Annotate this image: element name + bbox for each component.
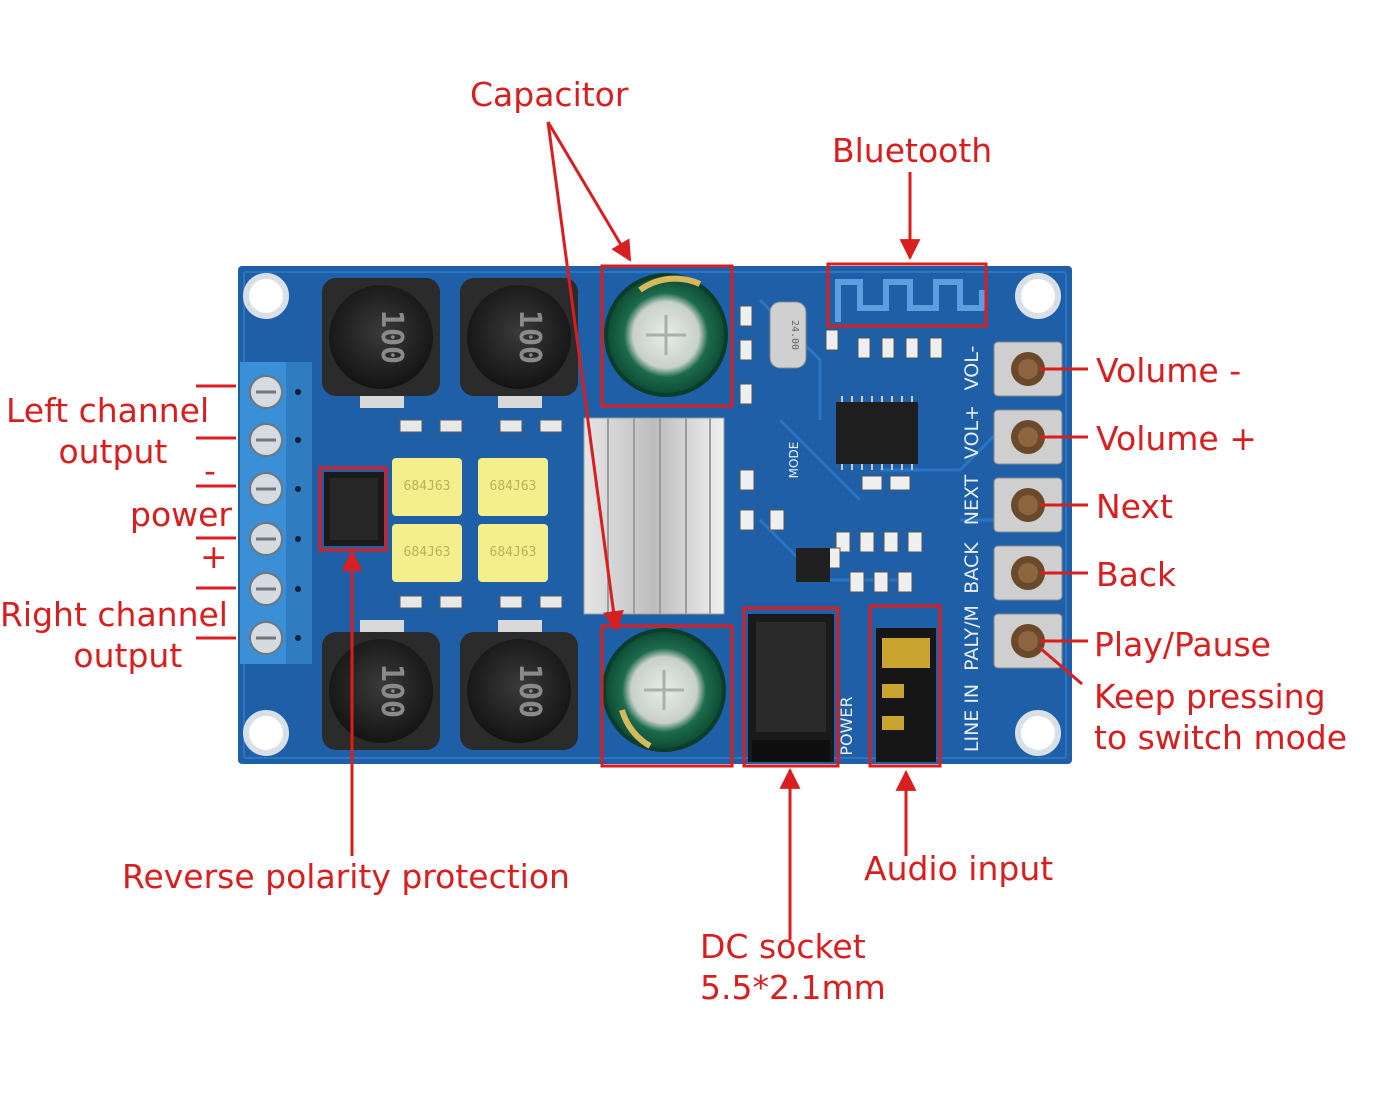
label-power: power [130, 495, 232, 534]
tact-buttons [993, 341, 1063, 669]
bluetooth-antenna [835, 279, 985, 322]
inductors: 100 100 100 100 [322, 278, 578, 750]
film-cap-marking: 684J63 [490, 479, 537, 494]
label-audio-input: Audio input [864, 849, 1054, 888]
label-volume-minus: Volume - [1096, 351, 1242, 390]
film-capacitors: 684J63 684J63 684J63 684J63 [392, 458, 548, 582]
label-back: Back [1096, 555, 1177, 594]
label-right-channel-output: Right channel output [0, 595, 228, 676]
inductor-marking: 100 [512, 664, 547, 718]
silk-vol-minus: VOL- [961, 346, 983, 391]
inductor-marking: 100 [512, 310, 547, 364]
inductor-marking: 100 [374, 664, 409, 718]
label-power-plus: + [200, 537, 228, 576]
audio-jack [876, 628, 936, 762]
label-reverse-polarity: Reverse polarity protection [122, 857, 570, 896]
label-dc-socket: DC socket 5.5*2.1mm [700, 927, 886, 1008]
silk-power: POWER [837, 696, 856, 755]
label-bluetooth: Bluetooth [832, 131, 993, 170]
bluetooth-ic [836, 396, 918, 470]
film-cap-marking: 684J63 [404, 479, 451, 494]
crystal-marking: 24.00 [789, 320, 800, 350]
label-next: Next [1096, 487, 1173, 526]
electrolytic-capacitors [602, 273, 728, 752]
dc-jack [748, 614, 834, 762]
output-terminal-block [240, 362, 312, 664]
label-play-pause: Play/Pause [1094, 625, 1271, 664]
label-capacitor: Capacitor [470, 75, 629, 114]
silk-vol-plus: VOL+ [961, 405, 983, 459]
label-power-minus: - [204, 451, 216, 490]
inductor-marking: 100 [374, 310, 409, 364]
label-left-channel-output: Left channel output [6, 391, 210, 472]
protection-diode [324, 472, 384, 546]
label-volume-plus: Volume + [1096, 419, 1257, 458]
silk-next: NEXT [961, 474, 983, 525]
film-cap-marking: 684J63 [490, 545, 537, 560]
silk-back: BACK [961, 542, 983, 594]
label-keep-pressing: Keep pressing to switch mode [1094, 677, 1348, 758]
silk-linein: LINE IN [961, 684, 983, 752]
heatsink [583, 417, 725, 615]
film-cap-marking: 684J63 [404, 545, 451, 560]
mounting-holes [243, 273, 1061, 756]
silk-play: PALY/M [961, 605, 983, 671]
leader-lines [196, 121, 1088, 940]
crystal-oscillator: 24.00 [769, 301, 807, 369]
silk-mode: MODE [787, 442, 801, 479]
